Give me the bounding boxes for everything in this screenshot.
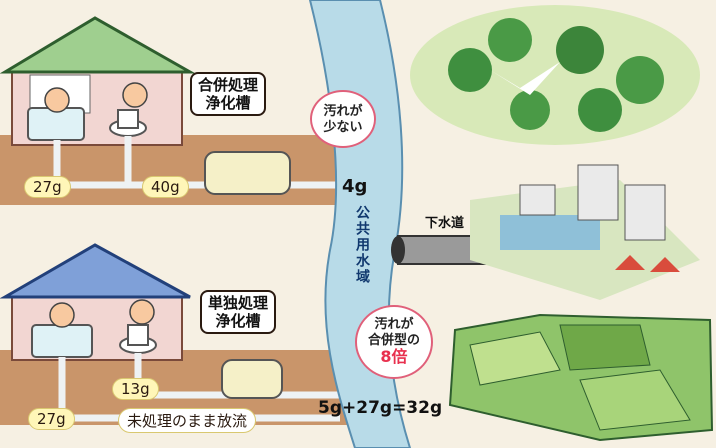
top-tank <box>204 151 291 195</box>
top-bath-value: 27g <box>24 176 71 198</box>
bottom-bathtub <box>31 324 93 358</box>
untreated-discharge-label: 未処理のまま放流 <box>118 408 257 433</box>
bottom-tank <box>221 359 283 399</box>
top-toilet-person <box>122 82 148 108</box>
bottom-tank-label: 単独処理 浄化槽 <box>200 290 277 334</box>
top-output-value: 4g <box>342 176 368 197</box>
bottom-toilet-person <box>129 299 155 325</box>
bottom-bath-value: 27g <box>28 408 75 430</box>
bird-icon <box>490 62 560 95</box>
bubble-bottom-line1: 汚れが <box>374 317 414 332</box>
bubble-top-line1: 汚れが <box>323 104 363 119</box>
top-toilet-value: 40g <box>142 176 189 198</box>
river-label: 公共用水域 <box>354 205 370 285</box>
less-pollution-bubble: 汚れが 少ない <box>310 90 376 148</box>
bottom-output-equation: 5g+27g=32g <box>318 398 443 418</box>
top-bathtub <box>27 107 85 141</box>
building <box>577 164 619 221</box>
bottom-house-roof <box>0 243 191 299</box>
bottom-toilet-value: 13g <box>112 378 159 400</box>
top-tank-label: 合併処理 浄化槽 <box>190 72 267 116</box>
top-tank-label-line1: 合併処理 <box>198 76 259 94</box>
bubble-top-line2: 少ない <box>323 120 363 135</box>
forest <box>410 5 700 145</box>
top-bath-person <box>44 87 70 113</box>
top-house-roof <box>0 16 196 74</box>
bottom-tank-label-line2: 浄化槽 <box>215 312 261 330</box>
eight-times-bubble: 汚れが 合併型の 8倍 <box>355 305 433 379</box>
bottom-bath-person <box>49 302 75 328</box>
sewer-label: 下水道 <box>425 216 465 231</box>
bubble-bottom-line3: 8倍 <box>380 347 408 366</box>
bottom-tank-label-line1: 単独処理 <box>208 294 269 312</box>
bubble-bottom-line2: 合併型の <box>367 333 420 348</box>
top-tank-label-line2: 浄化槽 <box>205 94 251 112</box>
